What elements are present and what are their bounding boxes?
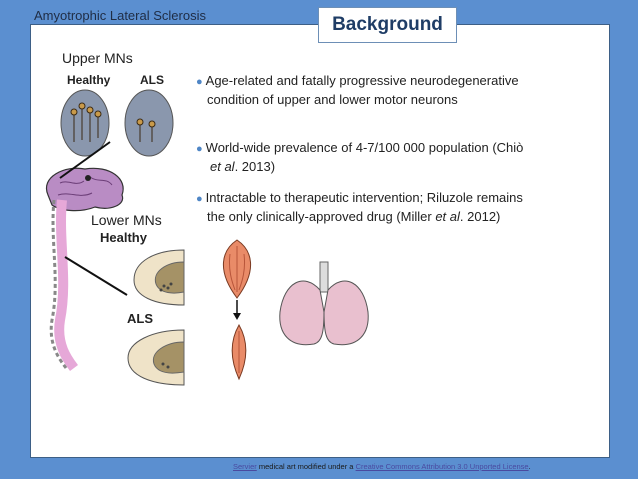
spinal-cord-illustration [49, 199, 78, 372]
bullet-3-etal: et al [435, 209, 460, 224]
upper-mns-label: Upper MNs [62, 50, 133, 66]
footer-text-1: medical art modified under a [256, 462, 356, 471]
spinal-section-als [127, 329, 185, 386]
header-label: Amyotrophic Lateral Sclerosis [34, 8, 206, 23]
upper-mns-illustration [60, 89, 174, 157]
content-panel [30, 24, 610, 458]
lower-als-label: ALS [127, 311, 153, 326]
bullet-3-line-1: Intractable to therapeutic intervention;… [205, 190, 523, 205]
attribution-footer: Servier medical art modified under a Cre… [233, 462, 531, 471]
brain-illustration [45, 167, 124, 212]
arrow-down-icon [233, 300, 241, 320]
muscle-atrophied-illustration [231, 323, 247, 381]
bullet-3-year: . 2012) [459, 209, 501, 224]
bullet-1-line-2: condition of upper and lower motor neuro… [207, 92, 458, 107]
pointer-line-upper [59, 141, 111, 179]
footer-text-2: . [528, 462, 531, 471]
title-box: Background [318, 7, 457, 43]
spinal-section-healthy [133, 249, 185, 306]
bullet-3-line-2a: the only clinically-approved drug (Mille… [207, 209, 436, 224]
license-link[interactable]: Creative Commons Attribution 3.0 Unporte… [355, 462, 529, 471]
bullet-2-etal: et al [210, 159, 235, 174]
bullet-2-line-1: World-wide prevalence of 4-7/100 000 pop… [205, 140, 524, 155]
lower-mns-label: Lower MNs [91, 212, 162, 228]
bullet-1: ●Age-related and fatally progressive neu… [196, 73, 519, 107]
lower-healthy-label: Healthy [100, 230, 147, 245]
muscle-healthy-illustration [222, 239, 252, 299]
lungs-illustration [279, 261, 369, 346]
bullet-1-line-1: Age-related and fatally progressive neur… [205, 73, 519, 88]
upper-healthy-label: Healthy [67, 73, 111, 87]
bullet-2-year: . 2013) [234, 159, 276, 174]
pointer-line-lower [64, 256, 128, 296]
bullet-3: ●Intractable to therapeutic intervention… [196, 190, 523, 224]
slide-title: Background [332, 14, 443, 35]
upper-als-label: ALS [140, 73, 164, 87]
bullet-2: ●World-wide prevalence of 4-7/100 000 po… [196, 140, 524, 174]
servier-link[interactable]: Servier [233, 462, 257, 471]
